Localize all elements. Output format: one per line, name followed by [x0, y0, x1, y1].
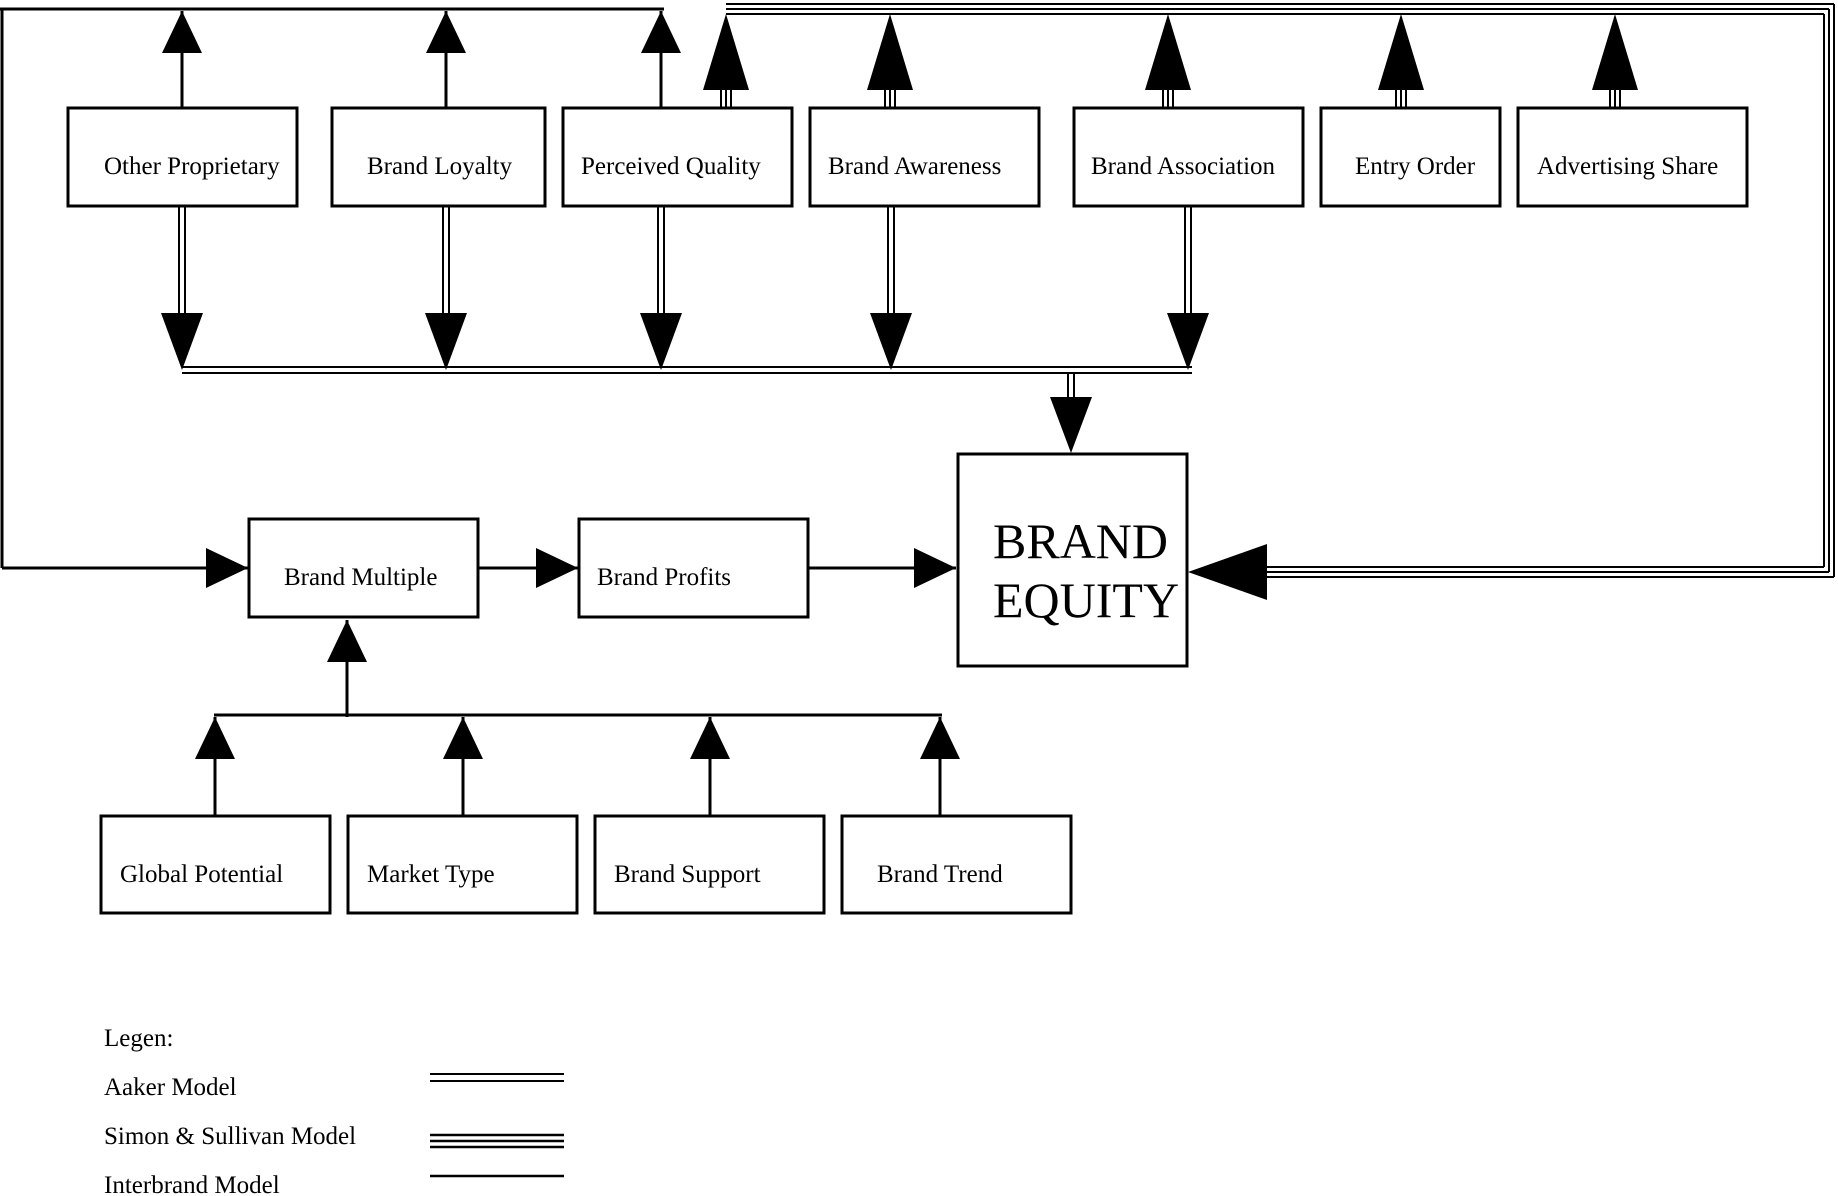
box-brand-equity: [956, 452, 1189, 668]
label-brand-association: Brand Association: [1091, 153, 1276, 180]
aaker-arrow-brand-loyalty: [442, 207, 450, 325]
label-brand-equity-line1: BRAND: [993, 513, 1168, 569]
label-brand-multiple: Brand Multiple: [284, 564, 437, 591]
box-brand-support: [593, 814, 826, 915]
box-brand-association: [1072, 106, 1305, 208]
box-entry-order: [1319, 106, 1502, 208]
box-global-potential: [99, 814, 332, 915]
legend-swatch-simon-sullivan: [430, 1133, 564, 1149]
simon-sullivan-connectors: [703, 3, 1835, 600]
label-other-proprietary: Other Proprietary: [104, 153, 280, 180]
aaker-connectors: [161, 207, 1209, 453]
legend-label-interbrand: Interbrand Model: [104, 1172, 280, 1196]
label-brand-loyalty: Brand Loyalty: [367, 153, 513, 180]
label-market-type: Market Type: [367, 861, 495, 888]
box-other-proprietary: [66, 106, 299, 208]
box-brand-trend: [840, 814, 1073, 915]
label-perceived-quality: Perceived Quality: [581, 153, 761, 180]
legend-swatch-aaker: [430, 1073, 564, 1082]
label-global-potential: Global Potential: [120, 861, 283, 888]
aaker-arrow-other-proprietary: [178, 207, 186, 325]
box-advertising-share: [1516, 106, 1749, 208]
legend: Legen: Aaker Model Simon & Sullivan Mode…: [104, 1025, 564, 1196]
label-advertising-share: Advertising Share: [1537, 153, 1718, 180]
aaker-arrow-brand-association: [1184, 207, 1192, 325]
legend-label-simon-sullivan: Simon & Sullivan Model: [104, 1123, 356, 1150]
label-brand-awareness: Brand Awareness: [828, 153, 1001, 180]
box-market-type: [346, 814, 579, 915]
legend-title: Legen:: [104, 1025, 173, 1052]
aaker-arrow-brand-awareness: [887, 207, 895, 325]
label-entry-order: Entry Order: [1355, 153, 1476, 180]
box-brand-multiple: [247, 517, 480, 619]
box-brand-awareness: [808, 106, 1041, 208]
label-brand-profits: Brand Profits: [597, 564, 731, 591]
aaker-arrow-perceived-quality: [657, 207, 665, 325]
label-brand-equity-line2: EQUITY: [993, 572, 1179, 628]
interbrand-connectors: [0, 7, 960, 815]
box-brand-loyalty: [330, 106, 547, 208]
ss-arrow-to-equity: [1188, 544, 1267, 600]
box-perceived-quality: [561, 106, 794, 208]
label-brand-trend: Brand Trend: [877, 861, 1003, 888]
box-brand-profits: [577, 517, 810, 619]
legend-label-aaker: Aaker Model: [104, 1074, 237, 1101]
label-brand-support: Brand Support: [614, 861, 761, 888]
